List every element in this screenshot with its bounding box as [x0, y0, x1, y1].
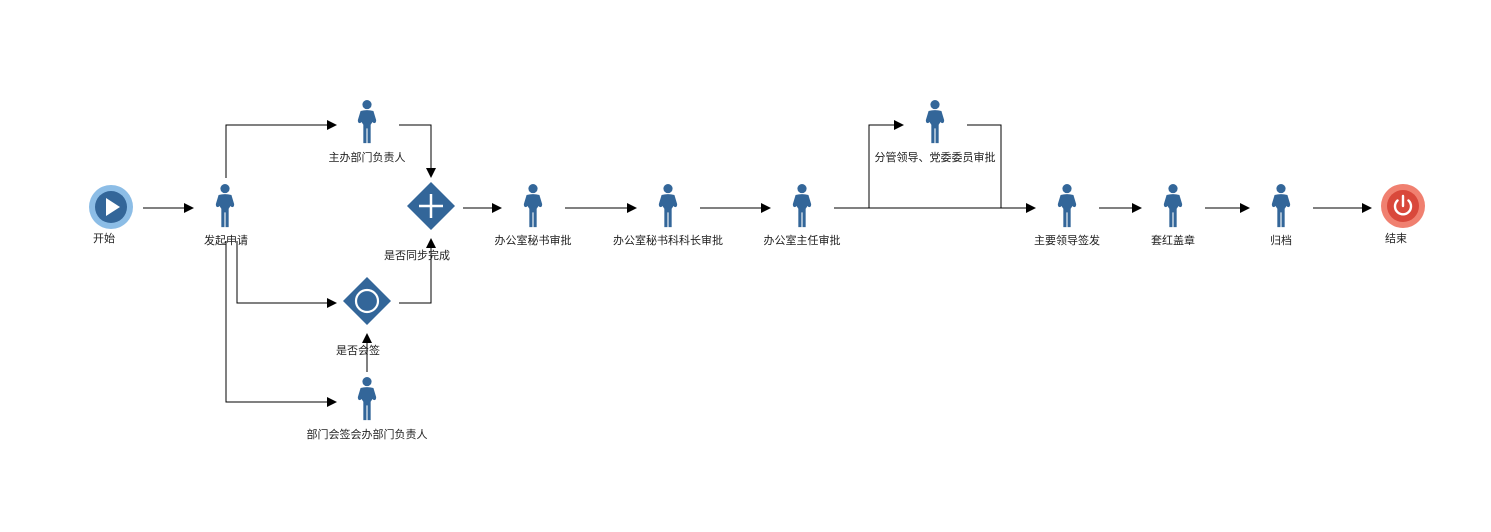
main-leader-label: 主要领导签发: [1034, 234, 1100, 247]
countersign-gateway-label: 是否会签: [336, 344, 380, 357]
parallel-gateway-icon: [419, 194, 443, 218]
edge-director-branch-leader: [868, 120, 904, 208]
edge-apply-countersign: [236, 241, 337, 308]
edge-countersign-sync: [399, 238, 436, 304]
office-secretary-label: 办公室秘书审批: [494, 234, 572, 247]
end-event[interactable]: [1381, 184, 1425, 228]
task-archive-icon[interactable]: [1271, 184, 1291, 228]
task-office-secretary-icon[interactable]: [523, 184, 543, 228]
office-director-label: 办公室主任审批: [763, 234, 841, 247]
task-red-seal-icon[interactable]: [1163, 184, 1183, 228]
edge-host-dept-sync: [399, 124, 436, 178]
apply-label: 发起申请: [204, 234, 248, 247]
countersign-gateway[interactable]: [343, 277, 391, 325]
task-host-dept-head-icon[interactable]: [357, 100, 377, 144]
task-apply-icon[interactable]: [215, 184, 235, 228]
edges: [143, 120, 1372, 407]
start-label: 开始: [93, 232, 115, 245]
branch-leader-label: 分管领导、党委委员审批: [874, 151, 996, 164]
sync-gateway[interactable]: [407, 182, 455, 230]
archive-label: 归档: [1270, 234, 1292, 247]
event-gateway-icon: [354, 288, 380, 314]
play-icon: [106, 198, 120, 216]
task-cosign-dept-head-icon[interactable]: [357, 377, 377, 421]
edge-apply-host-dept: [225, 120, 337, 178]
edge-apply-cosign-dept: [225, 241, 337, 407]
task-office-director-icon[interactable]: [792, 184, 812, 228]
task-branch-leader-icon[interactable]: [925, 100, 945, 144]
edge-branch-leader-main: [967, 124, 1002, 208]
start-event[interactable]: [89, 185, 133, 229]
task-office-section-chief-icon[interactable]: [658, 184, 678, 228]
task-main-leader-icon[interactable]: [1057, 184, 1077, 228]
office-section-chief-label: 办公室秘书科科长审批: [613, 234, 723, 247]
power-icon: [1393, 194, 1413, 216]
sync-gateway-label: 是否同步完成: [384, 249, 450, 262]
red-seal-label: 套红盖章: [1151, 234, 1195, 247]
end-label: 结束: [1385, 232, 1407, 245]
cosign-dept-head-label: 部门会签会办部门负责人: [306, 428, 428, 441]
host-dept-head-label: 主办部门负责人: [328, 151, 406, 164]
